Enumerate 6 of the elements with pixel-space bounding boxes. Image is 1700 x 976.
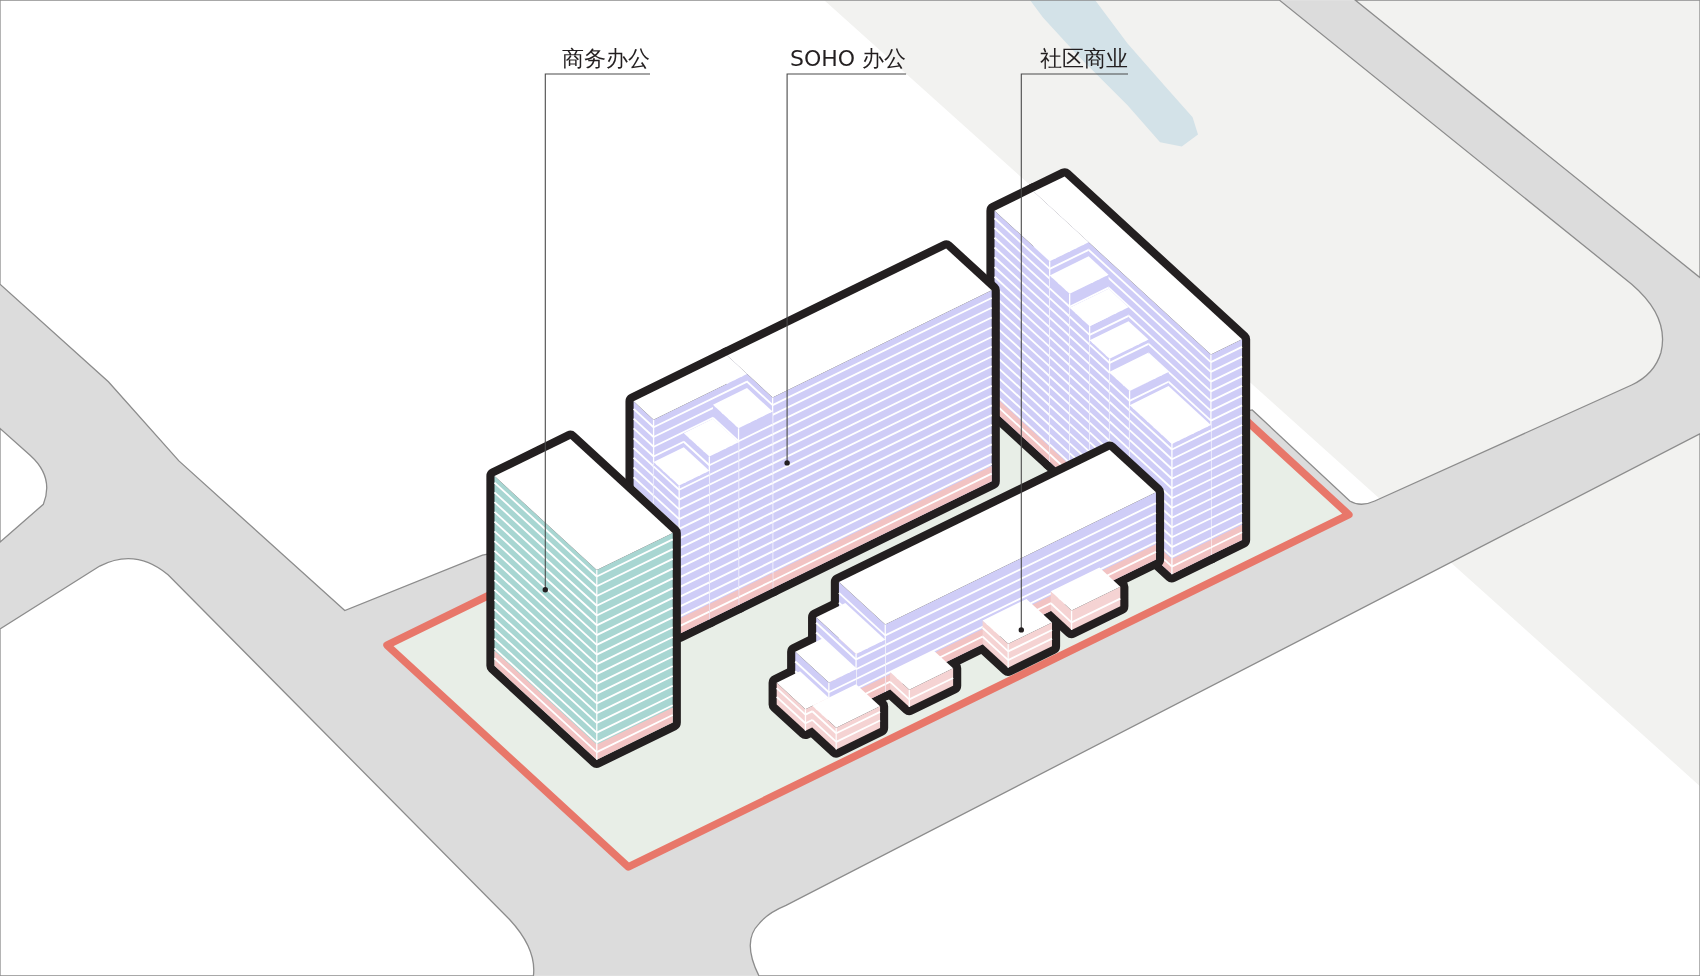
- callout-label: 商务办公: [562, 44, 650, 74]
- leader-line: [542, 73, 651, 593]
- leader-line: [1018, 73, 1129, 633]
- podium-building: [768, 441, 1165, 758]
- callout-label: SOHO 办公: [789, 44, 907, 74]
- leader-line: [784, 73, 907, 466]
